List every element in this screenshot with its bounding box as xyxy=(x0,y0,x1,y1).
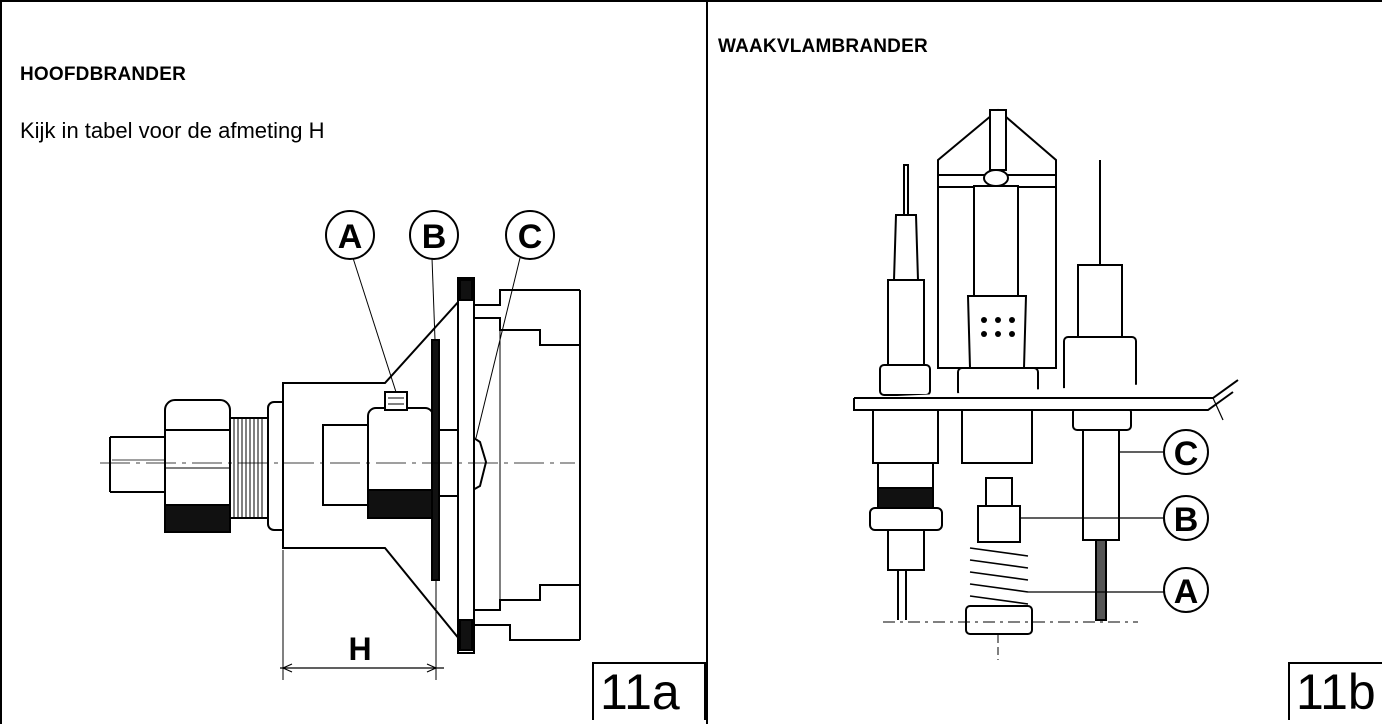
callout-c-main: C xyxy=(518,218,543,256)
main-burner-drawing: A B C H xyxy=(100,210,581,680)
dimension-h-label: H xyxy=(348,631,371,667)
callout-c-pilot: C xyxy=(1174,435,1199,473)
pilot-burner-title: WAAKVLAMBRANDER xyxy=(718,36,928,57)
callout-a-pilot: A xyxy=(1174,573,1199,611)
figure-number-11b: 11b xyxy=(1288,662,1382,720)
callout-b-pilot: B xyxy=(1174,501,1199,539)
pilot-burner-drawing: C B A xyxy=(853,108,1239,660)
panel-divider xyxy=(706,0,708,724)
pilot-burner-panel: WAAKVLAMBRANDER xyxy=(708,0,1382,724)
dimension-instruction: Kijk in tabel voor de afmeting H xyxy=(20,118,325,143)
main-burner-panel: HOOFDBRANDER Kijk in tabel voor de afmet… xyxy=(20,64,706,720)
callout-b-main: B xyxy=(422,218,447,256)
callout-a-main: A xyxy=(338,218,363,256)
main-burner-title: HOOFDBRANDER xyxy=(20,64,187,85)
figure-number-11a: 11a xyxy=(592,662,706,720)
